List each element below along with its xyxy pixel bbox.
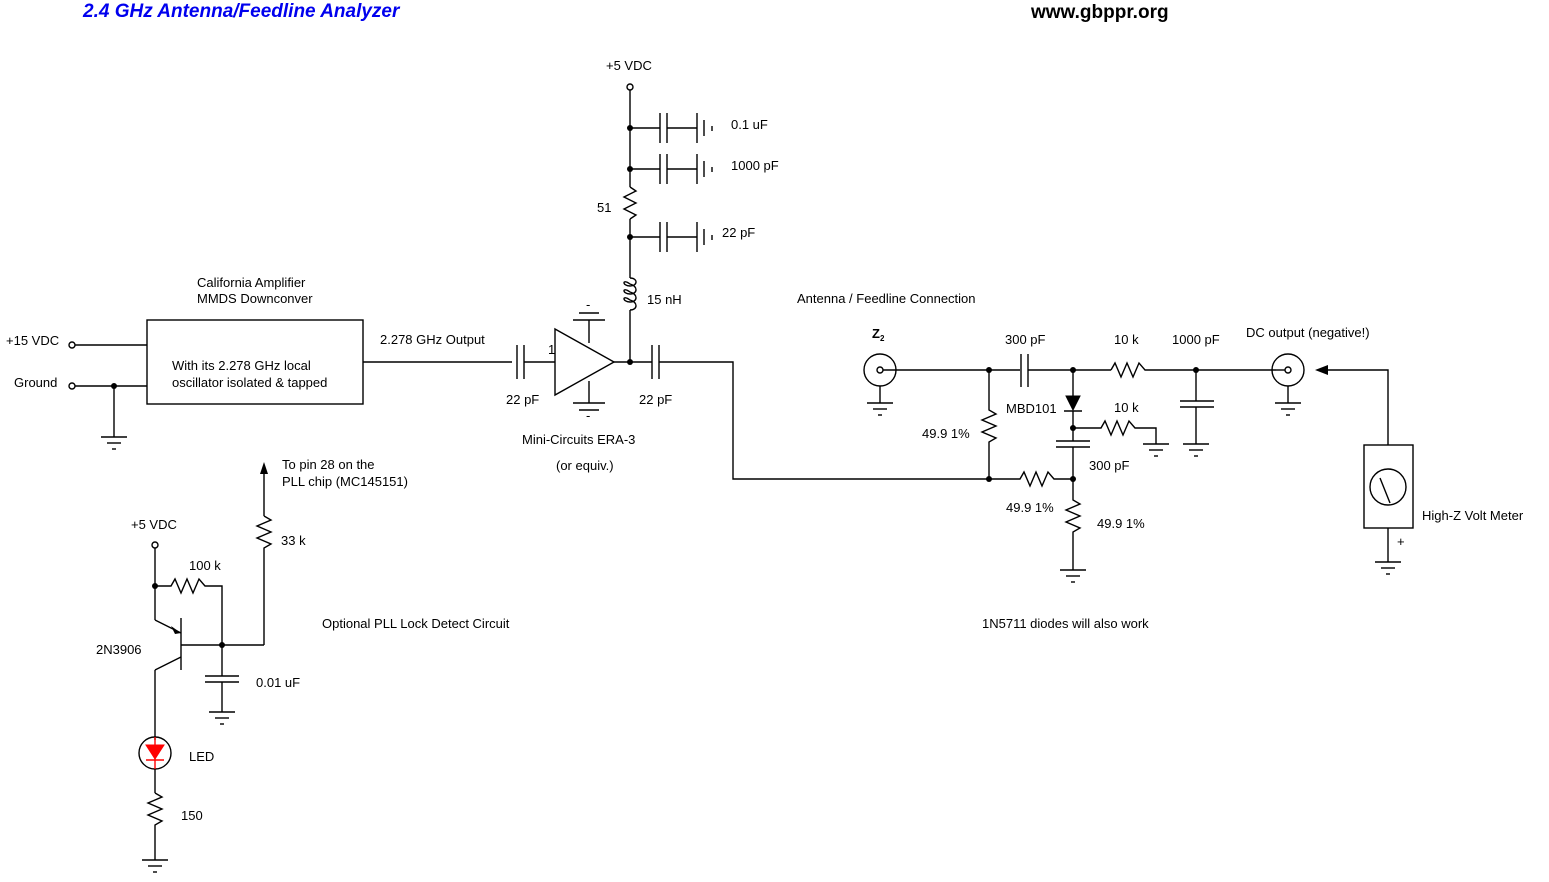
meter-probe-arrow: [1315, 365, 1389, 445]
output-cap-label: 22 pF: [639, 392, 672, 407]
led-indicator: LED: [138, 736, 214, 770]
load-resistor-label: 10 k: [1114, 400, 1139, 415]
ground-icon: [1374, 561, 1402, 575]
antenna-connection-label: Antenna / Feedline Connection: [797, 291, 976, 306]
meter-label: High-Z Volt Meter: [1422, 508, 1524, 523]
bypass-capacitor-3: 22 pF: [627, 222, 755, 252]
meter-plus-label: +: [1397, 534, 1405, 549]
ground-icon: [1182, 443, 1210, 457]
power-input-terminal: +15 VDC: [6, 333, 147, 349]
coupling-capacitor: 300 pF: [1005, 332, 1046, 387]
ground-icon: [100, 436, 128, 450]
ground-icon: [1274, 402, 1302, 416]
bypass-capacitor-1: 0.1 uF: [627, 113, 768, 143]
power-input-label: +15 VDC: [6, 333, 59, 348]
ground-input-label: Ground: [14, 375, 57, 390]
ground-icon: [141, 859, 169, 873]
downconverter-block: California Amplifier MMDS Downconver Wit…: [146, 275, 364, 405]
bridge-resistor-1: 49.9 1%: [922, 370, 998, 479]
cap3-label: 22 pF: [722, 225, 755, 240]
r100k-label: 100 k: [189, 558, 221, 573]
ground-icon: [1059, 569, 1087, 583]
downconverter-title-2: MMDS Downconver: [197, 291, 313, 306]
bias-supply-label: +5 VDC: [606, 58, 652, 73]
bridge-r2-label: 49.9 1%: [1006, 500, 1054, 515]
volt-meter: + High-Z Volt Meter: [1363, 444, 1524, 575]
led-resistor: 150: [141, 769, 203, 873]
dc-output-label: DC output (negative!): [1246, 325, 1370, 340]
bridge-r3-label: 49.9 1%: [1097, 516, 1145, 531]
series-resistor-33k: 33 k: [255, 515, 306, 645]
bias-resistor-100k: 100 k: [155, 558, 223, 645]
input-cap-label: 22 pF: [506, 392, 539, 407]
coupling-cap-label: 300 pF: [1005, 332, 1046, 347]
diode-note: 1N5711 diodes will also work: [982, 616, 1149, 631]
output-capacitor: 22 pF: [639, 345, 672, 407]
bridge-r1-label: 49.9 1%: [922, 426, 970, 441]
diode-label: MBD101: [1006, 401, 1057, 416]
filter-cap-label: 1000 pF: [1172, 332, 1220, 347]
bypass-capacitor: 300 pF: [1056, 440, 1130, 478]
downconverter-body-1: With its 2.278 GHz local: [172, 358, 311, 373]
to-pin-label-1: To pin 28 on the: [282, 457, 375, 472]
amp-part-label: Mini-Circuits ERA-3: [522, 432, 635, 447]
cap1-label: 0.1 uF: [731, 117, 768, 132]
detector-diode: MBD101: [1006, 370, 1082, 441]
to-pll-arrow: To pin 28 on the PLL chip (MC145151): [260, 457, 408, 516]
amp-part-label-2: (or equiv.): [556, 458, 614, 473]
bypass-capacitor-2: 1000 pF: [627, 154, 779, 184]
ground-input-terminal: Ground: [14, 375, 147, 450]
amplifier-symbol: 1 - - Mini-Circuits ERA-3 (or equiv.): [522, 297, 635, 473]
r33k-label: 33 k: [281, 533, 306, 548]
load-resistor: 10 k: [1073, 400, 1170, 457]
rf-choke-inductor: 15 nH: [623, 277, 682, 362]
downconverter-body-2: oscillator isolated & tapped: [172, 375, 327, 390]
downconverter-title-1: California Amplifier: [197, 275, 306, 290]
amp-pin-label: 1: [548, 342, 555, 357]
r150-label: 150: [181, 808, 203, 823]
bridge-resistor-2: 49.9 1%: [989, 470, 1073, 515]
series-resistor-label: 10 k: [1114, 332, 1139, 347]
inductor-label: 15 nH: [647, 292, 682, 307]
dc-output-connector[interactable]: [1271, 353, 1305, 416]
led-label: LED: [189, 749, 214, 764]
pnp-transistor: 2N3906: [96, 618, 264, 740]
site-url: www.gbppr.org: [1031, 2, 1169, 23]
page-title: 2.4 GHz Antenna/Feedline Analyzer: [83, 1, 400, 22]
lock-supply-label: +5 VDC: [131, 517, 177, 532]
amp-gnd-top-mark: -: [586, 297, 590, 312]
bias-resistor: 51: [597, 186, 638, 220]
ground-icon: [1142, 443, 1170, 457]
timing-capacitor: 0.01 uF: [205, 645, 300, 725]
lock-detect-label: Optional PLL Lock Detect Circuit: [322, 616, 510, 631]
port-label: Z2: [872, 326, 885, 343]
bias-resistor-label: 51: [597, 200, 611, 215]
filter-capacitor: 1000 pF: [1172, 332, 1220, 457]
bypass-cap-label: 300 pF: [1089, 458, 1130, 473]
ground-icon: [208, 711, 236, 725]
output-freq-label: 2.278 GHz Output: [380, 332, 485, 347]
cap2-label: 1000 pF: [731, 158, 779, 173]
cap-001-label: 0.01 uF: [256, 675, 300, 690]
transistor-label: 2N3906: [96, 642, 142, 657]
to-pin-label-2: PLL chip (MC145151): [282, 474, 408, 489]
input-capacitor: 22 pF: [506, 345, 555, 407]
ground-icon: [866, 402, 894, 416]
amp-gnd-bottom-mark: -: [586, 408, 590, 423]
series-resistor: 10 k: [1110, 332, 1194, 379]
bridge-resistor-3: 49.9 1%: [1059, 479, 1145, 583]
